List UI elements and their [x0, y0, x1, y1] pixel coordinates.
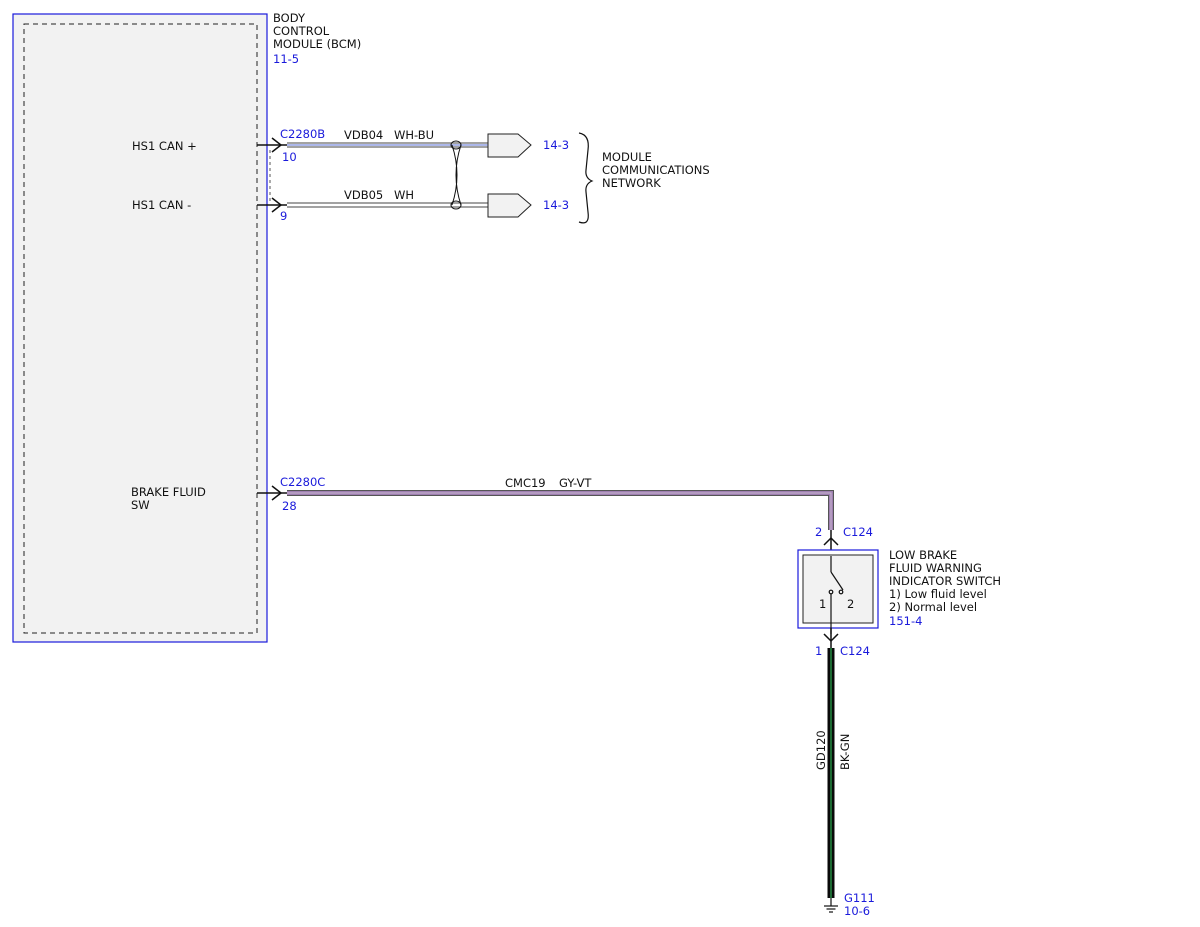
bcm-module-inner-outline — [23, 23, 258, 634]
network-label-line-2: COMMUNICATIONS — [602, 163, 710, 177]
hs1-can-minus-label: HS1 CAN - — [132, 198, 191, 212]
wire-color-bk-gn: BK-GN — [838, 734, 852, 770]
switch-position-note-1: 1) Low fluid level — [889, 587, 987, 601]
network-label-line-1: MODULE — [602, 150, 652, 164]
pin-28: 28 — [282, 499, 297, 513]
bcm-reference: 11-5 — [273, 52, 299, 66]
switch-bottom-connector: C124 — [840, 644, 870, 658]
circuit-gd120: GD120 — [814, 730, 828, 770]
network-connector-can-plus — [487, 133, 532, 158]
connector-c2280b: C2280B — [280, 127, 325, 141]
pin-arrow-can-minus — [257, 197, 287, 213]
brake-fluid-sw-label-line-2: SW — [131, 498, 150, 512]
bcm-module-box — [12, 13, 268, 643]
switch-top-pin: 2 — [815, 525, 822, 539]
switch-title-line-2: FLUID WARNING — [889, 561, 982, 575]
switch-position-note-2: 2) Normal level — [889, 600, 977, 614]
pin-arrow-can-plus — [257, 137, 287, 153]
wire-color-gy-vt: GY-VT — [559, 476, 592, 490]
switch-top-connector: C124 — [843, 525, 873, 539]
pin-9: 9 — [280, 209, 287, 223]
switch-position-2: 2 — [847, 597, 854, 611]
switch-title-line-1: LOW BRAKE — [889, 548, 957, 562]
ground-symbol — [824, 898, 838, 913]
hs1-can-plus-label: HS1 CAN + — [132, 139, 197, 153]
network-brace — [578, 132, 594, 224]
switch-bottom-pin: 1 — [815, 644, 822, 658]
brake-fluid-sw-label-line-1: BRAKE FLUID — [131, 485, 206, 499]
wire-color-wh-bu: WH-BU — [394, 128, 434, 142]
switch-bottom-arrow — [823, 628, 839, 648]
switch-position-1: 1 — [819, 597, 826, 611]
pin-10: 10 — [282, 150, 297, 164]
ground-reference: 10-6 — [844, 904, 870, 918]
switch-contact-symbol — [828, 556, 844, 634]
pin-arrow-brake-fluid — [257, 485, 287, 501]
wire-color-wh: WH — [394, 188, 414, 202]
circuit-vdb04: VDB04 — [344, 128, 383, 142]
switch-reference: 151-4 — [889, 614, 922, 628]
network-ref-can-minus: 14-3 — [543, 198, 569, 212]
bcm-title-line-1: BODY — [273, 11, 306, 25]
ground-name: G111 — [844, 891, 875, 905]
bcm-title-line-3: MODULE (BCM) — [273, 37, 361, 51]
bcm-title-line-2: CONTROL — [273, 24, 330, 38]
circuit-cmc19: CMC19 — [505, 476, 546, 490]
switch-title-line-3: INDICATOR SWITCH — [889, 574, 1001, 588]
network-ref-can-plus: 14-3 — [543, 138, 569, 152]
connector-c2280c: C2280C — [280, 475, 325, 489]
network-connector-can-minus — [487, 193, 532, 218]
network-label-line-3: NETWORK — [602, 176, 661, 190]
wire-cmc19 — [287, 490, 834, 530]
switch-inner-box — [802, 554, 874, 624]
twisted-pair-symbol — [450, 140, 462, 210]
circuit-vdb05: VDB05 — [344, 188, 383, 202]
